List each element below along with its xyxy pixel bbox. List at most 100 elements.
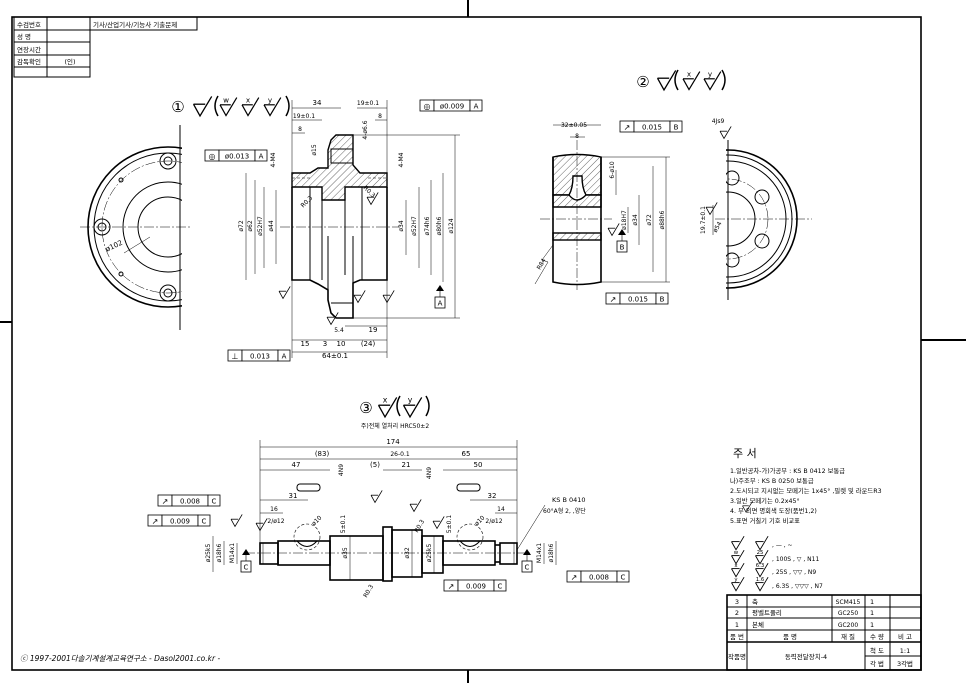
note-line: 3.일반 모떼기는 0.2x45° (730, 496, 800, 505)
gdt-datum: A (474, 103, 479, 111)
parentheses (425, 395, 430, 417)
header-qty: 수 량 (870, 633, 884, 641)
drawing-name: 동력전달장치-4 (785, 652, 827, 661)
dimension-label: 4-ø6.6 (362, 120, 369, 139)
heat-treatment-note: 주)전체 열처리 HRC50±2 (361, 422, 430, 430)
dimension-label: R0.3 (362, 583, 375, 599)
roughness-symbol-icon: 25 (755, 550, 769, 565)
part2-side-view (712, 140, 812, 300)
roughness-comparison: , 100S , ▽ , N11 (772, 556, 819, 563)
roughness-letter: y (408, 396, 413, 405)
part-name: 평벨트풀리 (752, 608, 782, 617)
roughness-letter: w (734, 550, 739, 556)
dimension-label: ø18h6 (216, 543, 223, 562)
roughness-letter: y (734, 577, 738, 583)
roughness-letter: 6.3 (756, 563, 765, 569)
notes-title: 주 서 (733, 447, 757, 460)
dimension-label: ø62 (247, 220, 254, 231)
seal-label: (인) (64, 57, 75, 66)
roughness-comparison: , 6.3S , ▽▽▽ , N7 (772, 583, 823, 590)
datum-letter: B (620, 244, 625, 252)
gdt-tolerance-value: 0.015 (628, 296, 648, 304)
dimension-label: 14 (497, 506, 505, 513)
dimension-label: 4-M4 (398, 152, 405, 167)
dimension-label: 50 (474, 461, 483, 469)
runout-icon: ↗ (610, 295, 617, 304)
dimension-label: ø25k5 (426, 544, 433, 563)
dimension-label: 19.7±0.1 (700, 206, 707, 234)
surface-roughness-icon (607, 223, 620, 237)
dimension-label: 47 (292, 461, 301, 469)
dimension-label: (5) (370, 461, 380, 469)
dimension-label: 19±0.1 (293, 113, 315, 120)
gdt-tolerance-value: 0.009 (170, 518, 190, 526)
projection-value: 3각법 (897, 659, 913, 668)
header-part-number: 품 번 (730, 632, 744, 641)
dimension-label: M14x1 (536, 543, 543, 563)
gdt-tolerance-value: ø0.009 (440, 103, 464, 111)
datum-marker: C (521, 549, 533, 573)
roughness-letter: x (687, 69, 692, 78)
roughness-comparison: , — , ~ (772, 542, 793, 549)
dimension-label: 31 (289, 492, 298, 500)
center-hole-spec: KS B 0410 (552, 496, 586, 504)
dimension-label: 4Js9 (712, 118, 725, 125)
runout-icon: ↗ (571, 573, 578, 582)
dimension-label: ø124 (448, 218, 455, 233)
dimension-label: ø80h6 (436, 216, 443, 235)
dimension-label: ø18h6 (548, 543, 555, 562)
gdt-datum: C (621, 574, 626, 582)
parentheses (674, 69, 726, 91)
surface-roughness-icon (255, 518, 268, 532)
gdt-frame-runout: ↗ 0.015 B (605, 292, 669, 305)
surface-roughness-icon: x (241, 95, 260, 117)
dimension-label: 32±0.05 (561, 122, 587, 129)
roughness-letter: x (246, 95, 251, 104)
part-qty: 1 (870, 609, 874, 617)
surface-roughness-icon (382, 290, 395, 304)
part-qty: 1 (870, 621, 874, 629)
part1-callout: ① (171, 98, 184, 116)
header-label: 감독확인 (17, 57, 41, 66)
dimension-label: ø10 (310, 514, 323, 527)
roughness-symbol-icon: x (731, 563, 745, 578)
dimension-label: ø88h6 (659, 210, 666, 229)
dimension-label: 19±0.1 (357, 100, 379, 107)
gdt-tolerance-value: 0.015 (642, 124, 662, 132)
part1-dimension-lines (245, 100, 460, 358)
roughness-letter: w (223, 95, 229, 104)
surface-roughness-icon (432, 516, 445, 530)
dimension-label: ø52H7 (257, 216, 264, 236)
part3-dimension-lines (212, 440, 557, 580)
roughness-letter: x (383, 396, 388, 405)
dimension-label: 8 (298, 126, 302, 133)
surface-roughness-icon: w (219, 95, 238, 117)
datum-letter: C (244, 564, 249, 572)
dimension-label: 4N9 (426, 467, 433, 479)
concentricity-icon: ◎ (209, 152, 216, 161)
dimension-label: 15 (301, 340, 310, 348)
roughness-symbol-icon: w (731, 550, 745, 565)
dimension-label: ø102 (104, 239, 123, 254)
dimension-label: 32 (488, 492, 497, 500)
title-block-label: 작품명 (728, 652, 746, 661)
dimension-label: ø25k5 (205, 544, 212, 563)
dimension-label: ø72 (238, 220, 245, 231)
surface-roughness-icon (278, 286, 291, 300)
gdt-datum: C (498, 583, 503, 591)
dimension-label: 4-M4 (270, 152, 277, 167)
dimension-label: ø72 (646, 214, 653, 225)
dimension-label: 4N9 (338, 464, 345, 476)
dimension-label: 2/ø12 (485, 518, 502, 525)
part-number: 3 (735, 598, 739, 606)
surface-roughness-icon (705, 202, 718, 216)
part2-callout: ② (636, 73, 649, 91)
scale-value: 1:1 (900, 647, 910, 655)
perpendicularity-icon: ⊥ (232, 352, 239, 361)
gdt-datum: C (202, 518, 207, 526)
dimension-label: 5±0.1 (340, 515, 347, 534)
gdt-datum: B (660, 296, 665, 304)
dimension-label: R0.3 (413, 518, 426, 534)
gdt-tolerance-value: 0.008 (589, 574, 609, 582)
dimension-label: ø10 (473, 514, 486, 527)
